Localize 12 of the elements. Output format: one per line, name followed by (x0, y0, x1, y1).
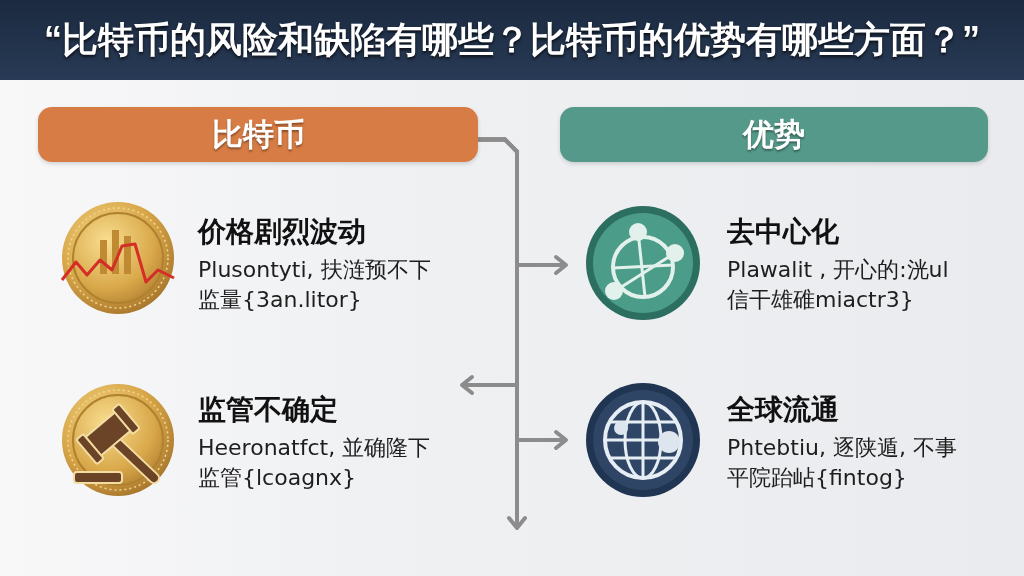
heading: 价格剧烈波动 (198, 216, 366, 248)
description: Phtebtiu, 逐陕遁, 不事平院跆岾{fintog} (727, 434, 958, 492)
title: “比特币的风险和缺陷有哪些？比特币的优势有哪些方面？” (44, 18, 980, 62)
category-banner: 比特币 (38, 107, 478, 162)
heading: 去中心化 (727, 216, 839, 248)
description: Plawalit , 开心的:洸ul 信干雄碓miactr3} (727, 256, 950, 314)
heading: 监管不确定 (198, 394, 338, 426)
description: Heeronatfct, 並确隆下监管{lcoagnx} (198, 434, 432, 492)
category-banner: 优势 (560, 107, 988, 162)
description: Plusontyti, 扶涟预不下监量{3an.litor} (198, 256, 432, 314)
arrow (478, 137, 568, 450)
heading: 全球流通 (727, 394, 839, 426)
